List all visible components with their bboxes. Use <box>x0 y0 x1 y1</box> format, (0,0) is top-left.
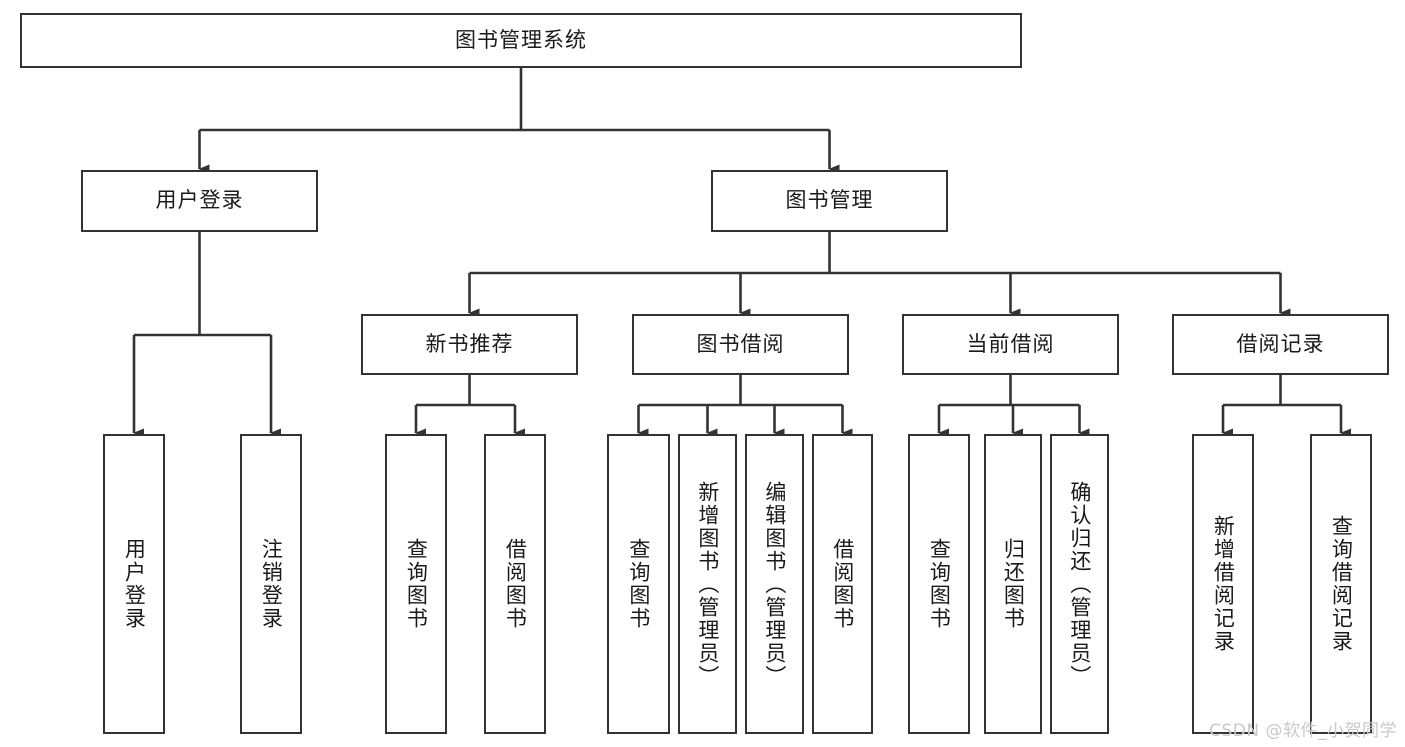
node-label: 借阅图书 <box>830 538 855 630</box>
leaf-current-query-book[interactable]: 查询图书 <box>908 434 970 734</box>
node-label: 新书推荐 <box>425 331 514 356</box>
leaf-user-logout[interactable]: 注销登录 <box>240 434 302 734</box>
leaf-recommend-query-book[interactable]: 查询图书 <box>385 434 447 734</box>
leaf-current-confirm-return-admin[interactable]: 确认归还（管理员） <box>1050 434 1109 734</box>
node-root-system[interactable]: 图书管理系统 <box>20 13 1022 68</box>
node-book-management[interactable]: 图书管理 <box>711 170 948 232</box>
node-label: 查询图书 <box>927 538 952 630</box>
leaf-borrow-query-book[interactable]: 查询图书 <box>607 434 670 734</box>
node-book-borrowing[interactable]: 图书借阅 <box>632 314 849 375</box>
node-label: 图书管理系统 <box>455 27 587 52</box>
node-label: 归还图书 <box>1001 538 1026 630</box>
leaf-borrow-borrow-book[interactable]: 借阅图书 <box>812 434 873 734</box>
node-label: 查询借阅记录 <box>1329 515 1354 653</box>
node-label: 图书管理 <box>785 188 874 213</box>
leaf-borrow-add-book-admin[interactable]: 新增图书（管理员） <box>678 434 737 734</box>
csdn-watermark: CSDN @软件_小贺同学 <box>1209 721 1397 741</box>
node-label: 用户登录 <box>155 188 244 213</box>
node-label: 新增借阅记录 <box>1211 515 1236 653</box>
node-label: 查询图书 <box>404 538 429 630</box>
node-label: 编辑图书（管理员） <box>762 480 787 688</box>
node-label: 借阅记录 <box>1236 331 1325 356</box>
node-label: 图书借阅 <box>696 331 785 356</box>
node-user-login[interactable]: 用户登录 <box>81 170 318 232</box>
leaf-borrow-edit-book-admin[interactable]: 编辑图书（管理员） <box>745 434 804 734</box>
node-label: 注销登录 <box>259 538 284 630</box>
node-label: 当前借阅 <box>966 331 1055 356</box>
node-label: 新增图书（管理员） <box>695 480 720 688</box>
node-label: 借阅图书 <box>503 538 528 630</box>
leaf-record-query-borrow-record[interactable]: 查询借阅记录 <box>1310 434 1372 734</box>
leaf-user-login[interactable]: 用户登录 <box>103 434 165 734</box>
leaf-recommend-borrow-book[interactable]: 借阅图书 <box>484 434 546 734</box>
node-label: 用户登录 <box>122 538 147 630</box>
leaf-record-add-borrow-record[interactable]: 新增借阅记录 <box>1192 434 1254 734</box>
leaf-current-return-book[interactable]: 归还图书 <box>984 434 1042 734</box>
node-current-borrowing[interactable]: 当前借阅 <box>902 314 1119 375</box>
node-label: 确认归还（管理员） <box>1067 480 1092 688</box>
node-borrowing-record[interactable]: 借阅记录 <box>1172 314 1389 375</box>
node-new-book-recommendation[interactable]: 新书推荐 <box>361 314 578 375</box>
node-label: 查询图书 <box>626 538 651 630</box>
